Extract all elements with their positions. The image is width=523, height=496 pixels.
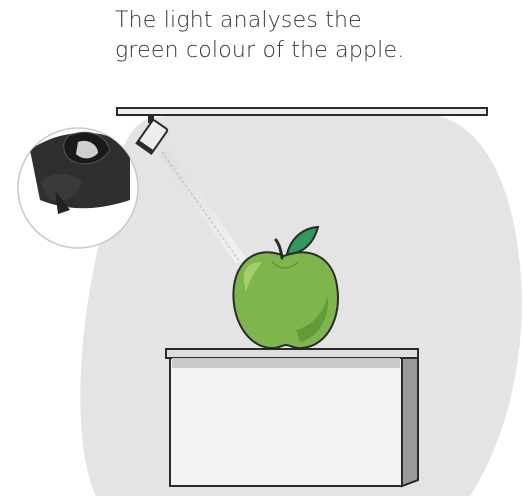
pedestal-icon	[166, 349, 418, 486]
ceiling-track	[117, 108, 487, 115]
spotlight-zoom-icon	[18, 128, 138, 248]
